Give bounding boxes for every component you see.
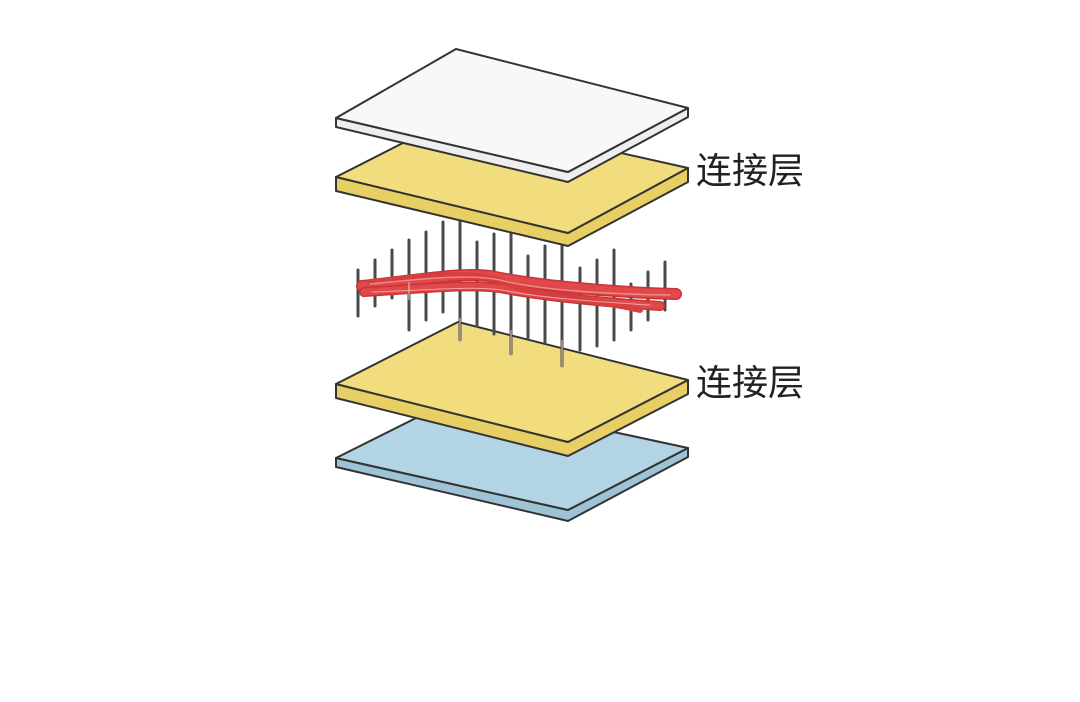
cable-highlight <box>369 276 671 296</box>
upper-connection-layer-label: 连接层 <box>696 151 805 192</box>
lower-connection-layer-label: 连接层 <box>696 363 805 404</box>
guide-lines <box>408 282 563 368</box>
cable-bundle <box>356 268 682 313</box>
lower-connection-slab-top <box>335 321 689 443</box>
top-slab <box>335 48 689 183</box>
lower-connection-slab <box>335 321 689 457</box>
top-slab-top <box>335 48 689 173</box>
cable-highlight <box>371 287 651 306</box>
